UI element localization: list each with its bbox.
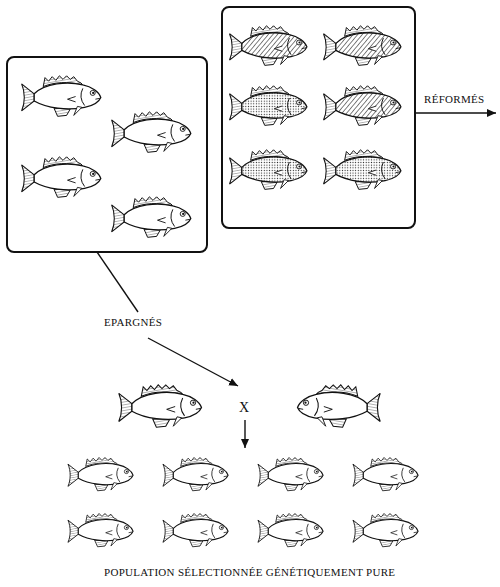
culled-fish bbox=[230, 86, 307, 126]
culled-fish bbox=[324, 86, 401, 126]
figure-caption: POPULATION SÉLECTIONNÉE GÉNÉTIQUEMENT PU… bbox=[104, 566, 395, 578]
culled-fish bbox=[324, 150, 401, 190]
culled-fish bbox=[324, 26, 401, 66]
spared-fish bbox=[22, 76, 101, 117]
offspring-fish bbox=[68, 457, 418, 546]
outcome-label: RÉFORMÉS bbox=[424, 93, 484, 105]
parent-fish bbox=[298, 385, 381, 427]
culled-arrow bbox=[415, 112, 496, 113]
cross-arrow bbox=[244, 420, 245, 448]
culled-fish bbox=[230, 150, 307, 190]
spared-fish bbox=[22, 157, 101, 198]
culled-fish bbox=[230, 26, 307, 66]
spared-frame bbox=[7, 57, 207, 252]
culled-frame bbox=[222, 7, 415, 228]
spared-fish bbox=[112, 197, 191, 238]
spared-arrow bbox=[148, 338, 238, 386]
spared-fish bbox=[112, 112, 191, 153]
spared-line bbox=[97, 252, 138, 312]
cross-symbol: X bbox=[239, 400, 249, 416]
outcome-label: EPARGNÉS bbox=[104, 316, 162, 328]
parent-fish bbox=[119, 385, 202, 427]
